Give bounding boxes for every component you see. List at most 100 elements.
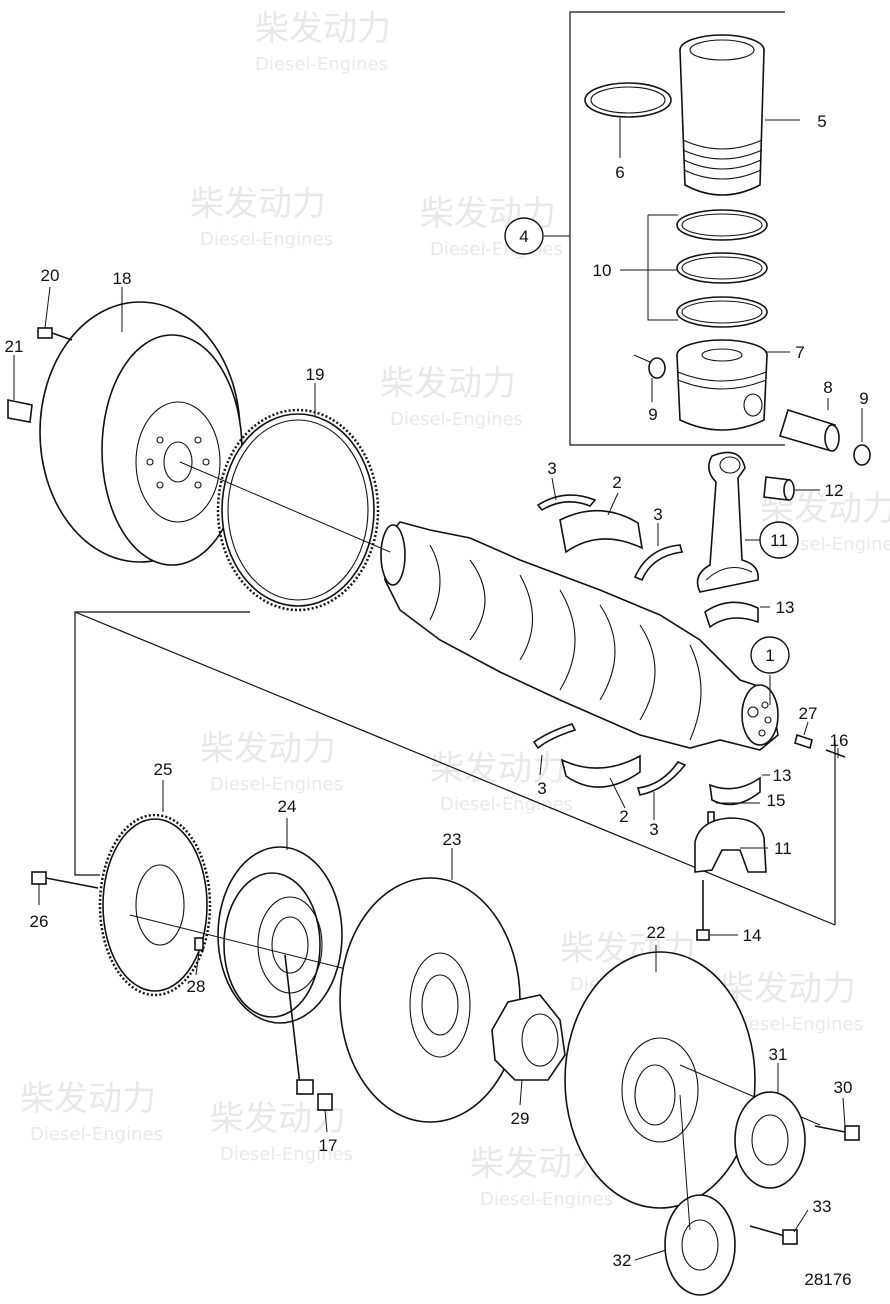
pin-27 (794, 733, 813, 750)
piston-pin (778, 408, 840, 452)
pin-16 (825, 749, 846, 758)
callout-circle-11 (759, 521, 799, 559)
washer-plate-32 (664, 1194, 736, 1296)
callout-7: 7 (795, 343, 804, 362)
watermark-en: Diesel-Engines (430, 239, 563, 260)
callout-14: 14 (743, 926, 762, 945)
crankshaft (380, 521, 779, 751)
callout-33: 33 (813, 1197, 832, 1216)
callout-3-upper-right: 3 (653, 505, 662, 524)
gear-bolt (31, 871, 99, 889)
watermark-cn: 柴发动力 (200, 729, 336, 769)
watermark-en: Diesel-Engines (480, 1189, 613, 1210)
vibration-damper-outer (564, 951, 756, 1209)
callout-16: 16 (830, 731, 849, 750)
thrust-washer-upper-right (633, 544, 684, 582)
callout-2-upper: 2 (612, 473, 621, 492)
damper-axis-line-2 (679, 1094, 691, 1231)
callout-30: 30 (834, 1078, 853, 1097)
callout-11-cap: 11 (774, 839, 792, 858)
callout-29: 29 (511, 1109, 530, 1128)
watermark-en: Diesel-Engines (390, 409, 523, 430)
callout-13-upper: 13 (776, 598, 795, 617)
flywheel (39, 301, 243, 566)
damper-bolt-30 (814, 1125, 860, 1141)
callout-8: 8 (823, 378, 832, 397)
watermark-en: Diesel-Engines (220, 1144, 353, 1165)
callout-19: 19 (306, 365, 325, 384)
figure-number: 28176 (804, 1270, 851, 1289)
callout-22: 22 (647, 923, 666, 942)
watermark-cn: 柴发动力 (190, 184, 326, 224)
callout-4: 4 (519, 227, 528, 246)
circlip-right (853, 444, 871, 466)
thrust-washer-lower-right (636, 761, 687, 796)
connecting-rod (696, 451, 759, 593)
damper-bolt-33 (749, 1225, 798, 1245)
watermark-cn: 柴发动力 (380, 364, 516, 404)
callout-3-lower-right: 3 (649, 820, 658, 839)
thrust-washer-lower-left (532, 723, 577, 750)
callout-2-lower: 2 (619, 807, 628, 826)
piston-rings (676, 209, 768, 328)
watermark-en: Diesel-Engines (770, 534, 890, 555)
callout-18: 18 (113, 269, 132, 288)
watermark: 柴发动力 Diesel-Engines 柴发动力 Diesel-Engines … (20, 9, 890, 1210)
callout-6: 6 (615, 163, 624, 182)
pilot-bushing (7, 399, 33, 423)
watermark-en: Diesel-Engines (440, 794, 573, 815)
conrod-bearing-upper (704, 601, 759, 629)
callout-1: 1 (765, 646, 774, 665)
circlip-left (648, 357, 666, 379)
cylinder-liner (679, 34, 765, 196)
flywheel-bolt (37, 327, 73, 341)
thrust-washer-upper-left (536, 494, 597, 512)
front-end-group-frame (74, 611, 250, 876)
washer-plate-31 (734, 1091, 806, 1189)
callout-13-lower: 13 (773, 766, 792, 785)
vibration-damper (339, 877, 521, 1123)
callout-25: 25 (154, 760, 173, 779)
callout-11-rod: 11 (770, 531, 788, 550)
main-bearing-shell-upper (559, 509, 644, 554)
piston (676, 339, 768, 431)
callout-12: 12 (825, 481, 844, 500)
callout-9-left: 9 (648, 405, 657, 424)
leader-lines (13, 118, 863, 1261)
front-end-frame-diagonal (74, 611, 836, 926)
ring-gear (216, 408, 380, 612)
callout-3-lower-left: 3 (537, 779, 546, 798)
callout-23: 23 (443, 830, 462, 849)
gear-pin (194, 937, 204, 951)
callout-26: 26 (30, 912, 49, 931)
callout-27: 27 (799, 704, 818, 723)
callout-20: 20 (41, 266, 60, 285)
watermark-cn: 柴发动力 (255, 9, 391, 49)
callout-circle-1 (750, 636, 790, 674)
callout-17: 17 (319, 1136, 338, 1155)
callout-circle-4 (504, 217, 544, 255)
callout-9-right: 9 (859, 389, 868, 408)
callout-24: 24 (278, 797, 297, 816)
callout-31: 31 (769, 1045, 788, 1064)
conrod-bearing-cap (694, 817, 767, 873)
callout-21: 21 (5, 337, 24, 356)
pulley-axis-line (129, 914, 371, 976)
watermark-en: Diesel-Engines (730, 1014, 863, 1035)
callout-10: 10 (593, 261, 612, 280)
watermark-cn: 柴发动力 (20, 1079, 156, 1119)
watermark-en: Diesel-Engines (30, 1124, 163, 1145)
damper-hub (491, 994, 566, 1081)
main-bearing-shell-lower (560, 754, 641, 788)
crank-axis-line (179, 461, 391, 553)
callout-15: 15 (767, 791, 786, 810)
small-end-bushing (763, 476, 795, 501)
liner-seal-ring (584, 82, 672, 118)
crank-pulley (217, 846, 343, 1024)
watermark-cn: 柴发动力 (720, 969, 856, 1009)
callout-32: 32 (613, 1251, 632, 1270)
callout-28: 28 (187, 977, 206, 996)
callout-3-upper-left: 3 (547, 459, 556, 478)
watermark-en: Diesel-Engines (210, 774, 343, 795)
